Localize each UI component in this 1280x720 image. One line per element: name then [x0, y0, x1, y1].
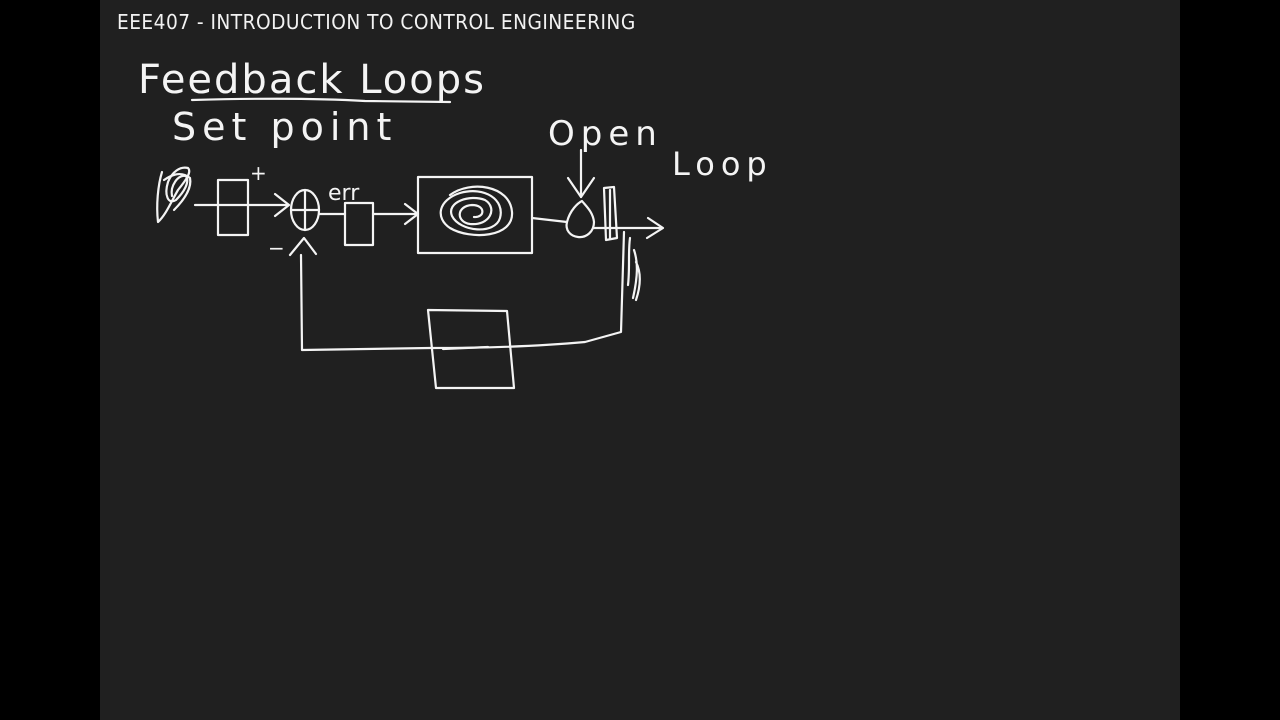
feedback-path: [288, 230, 626, 352]
summing-junction: [289, 188, 321, 232]
course-title: EEE407 - INTRODUCTION TO CONTROL ENGINEE…: [117, 10, 636, 34]
whiteboard-canvas: EEE407 - INTRODUCTION TO CONTROL ENGINEE…: [100, 0, 1180, 720]
plus-sign: +: [250, 161, 267, 185]
output-arrow: [592, 216, 665, 240]
setpoint-block: [216, 178, 250, 237]
plant-block: [416, 175, 534, 255]
heading-feedback-loops: Feedback Loops: [138, 57, 486, 103]
plant-output-line: [530, 216, 569, 224]
minus-sign: −: [268, 236, 285, 260]
handwritten-diagram: Feedback Loops Set point Open Loop: [138, 57, 773, 390]
output-switch: [602, 185, 619, 242]
open-note: Open: [548, 114, 663, 154]
arrow-to-summer: [246, 192, 291, 218]
output-scribble: [626, 236, 641, 302]
input-source-scribble: [156, 166, 192, 224]
controller-block: [343, 201, 375, 247]
set-point-note: Set point: [172, 105, 397, 149]
disturbance-node: [565, 199, 596, 239]
heading-underline: [190, 97, 452, 104]
arrow-to-plant: [371, 202, 420, 226]
sensor-block: [426, 308, 516, 390]
disturbance-arrow: [566, 148, 596, 199]
loop-note: Loop: [672, 145, 773, 183]
error-label: err: [328, 181, 360, 206]
